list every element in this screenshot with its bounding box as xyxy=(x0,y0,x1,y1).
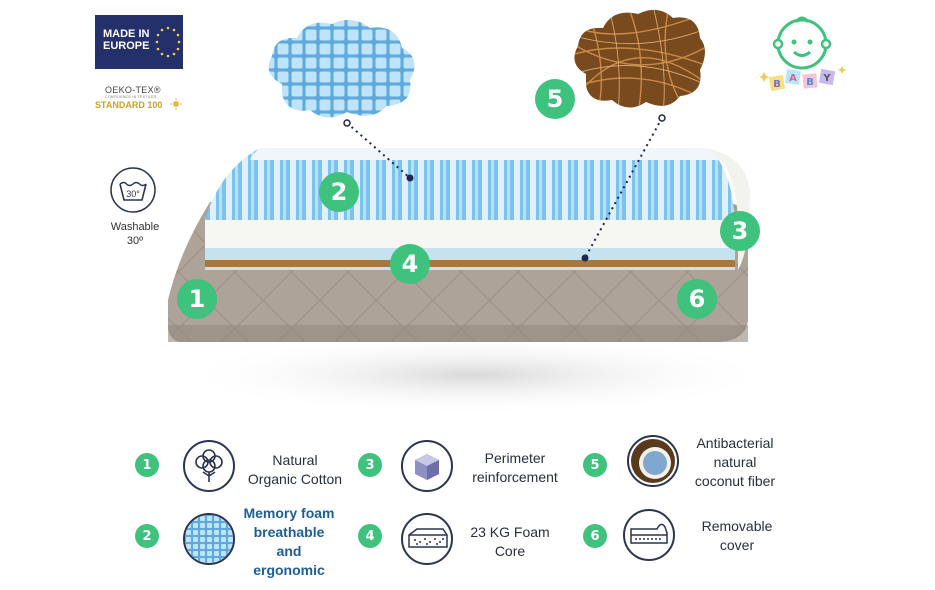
oeko-tex-standard: STANDARD 100 xyxy=(95,100,163,110)
memory-foam-icon xyxy=(183,513,235,565)
foam-core-icon xyxy=(401,513,453,565)
feature-3-number: 3 xyxy=(358,453,382,477)
callout-6: 6 xyxy=(677,279,717,319)
callout-1: 1 xyxy=(177,279,217,319)
wash-temp-text: 30° xyxy=(126,189,140,199)
coconut-fiber-zoom-cloud xyxy=(574,9,705,108)
made-in-europe-badge: MADE IN EUROPE xyxy=(95,15,183,69)
feature-4-number: 4 xyxy=(358,524,382,548)
oeko-tex-title: OEKO-TEX® xyxy=(105,85,161,95)
feature-1-number: 1 xyxy=(135,453,159,477)
sun-icon xyxy=(170,98,182,110)
cube-icon xyxy=(401,440,453,492)
mattress-illustration xyxy=(168,148,775,415)
feature-6-number: 6 xyxy=(583,524,607,548)
oeko-tex-subtitle: CONFIDENCE IN TEXTILES xyxy=(105,95,157,99)
feature-2-label: Memory foam breathable and ergonomic xyxy=(243,505,335,578)
feature-5-number: 5 xyxy=(583,453,607,477)
coconut-icon xyxy=(627,435,679,487)
washing-tub-icon: 30° xyxy=(110,167,156,213)
callout-5: 5 xyxy=(535,79,575,119)
feature-3-label: Perimeter reinforcement xyxy=(472,450,558,485)
made-in-europe-text: MADE IN EUROPE xyxy=(103,28,150,52)
baby-letter-b2: B xyxy=(806,77,814,88)
baby-face-icon: B A B Y xyxy=(760,16,847,92)
callout-2: 2 xyxy=(319,172,359,212)
feature-2-number: 2 xyxy=(135,524,159,548)
feature-5-label: Antibacterial natural coconut fiber xyxy=(694,435,776,489)
cotton-plant-icon xyxy=(183,440,235,492)
feature-6-label: Removable cover xyxy=(701,518,773,553)
washable-label: Washable 30º xyxy=(110,221,160,247)
feature-1-label: Natural Organic Cotton xyxy=(247,452,343,487)
baby-letter-a: A xyxy=(789,73,797,84)
callout-3: 3 xyxy=(720,211,760,251)
eu-stars-icon xyxy=(155,26,181,58)
baby-letter-b1: B xyxy=(773,79,781,90)
mattress-cover-icon xyxy=(623,509,675,561)
feature-4-label: 23 KG Foam Core xyxy=(470,524,550,559)
memory-foam-zoom-cloud xyxy=(268,19,415,118)
callout-4: 4 xyxy=(390,244,430,284)
oeko-tex-badge: OEKO-TEX® CONFIDENCE IN TEXTILES STANDAR… xyxy=(95,85,190,115)
baby-letter-y: Y xyxy=(822,73,831,84)
coconut-layer xyxy=(205,260,735,267)
